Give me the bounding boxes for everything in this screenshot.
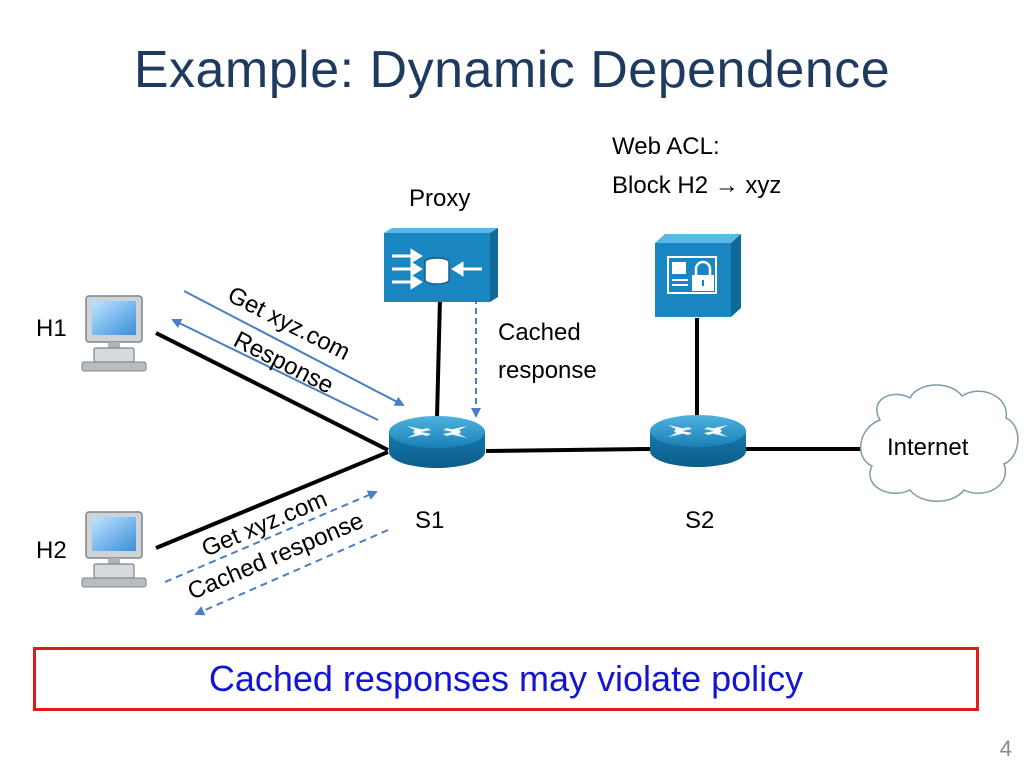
slide-title: Example: Dynamic Dependence [133, 41, 891, 99]
acl-title: Web ACL: [612, 133, 720, 160]
label-s2: S2 [685, 507, 714, 534]
link-h1-s1 [155, 331, 389, 452]
router-s2-icon [650, 415, 746, 467]
link-proxy-s1 [435, 297, 442, 419]
router-s1-icon [389, 416, 485, 468]
arrow-h2-request [164, 490, 378, 583]
acl-rule: Block H2 → xyz [612, 172, 781, 199]
arrow-h1-response [171, 319, 379, 421]
label-proxy-cached-1: Cached [498, 319, 581, 346]
label-proxy: Proxy [409, 185, 470, 212]
message-arrows [164, 290, 481, 616]
callout-text: Cached responses may violate policy [208, 658, 804, 699]
page-number: 4 [999, 736, 1012, 761]
arrow-h2-cached [194, 529, 389, 616]
label-proxy-cached-2: response [498, 357, 597, 384]
label-s1: S1 [415, 507, 444, 534]
link-s1-s2 [485, 447, 651, 453]
link-h2-s1 [155, 450, 389, 550]
policy-violation-callout: Cached responses may violate policy [33, 647, 979, 711]
label-h2: H2 [36, 537, 67, 564]
host-h2-icon [81, 511, 147, 588]
arrow-h1-request [183, 290, 405, 406]
label-h1: H1 [36, 315, 67, 342]
internet-cloud-icon [859, 384, 1019, 502]
network-links [155, 297, 868, 550]
web-acl-icon [655, 234, 741, 317]
label-internet: Internet [887, 434, 969, 461]
proxy-icon [384, 228, 498, 302]
host-h1-icon [81, 295, 147, 372]
